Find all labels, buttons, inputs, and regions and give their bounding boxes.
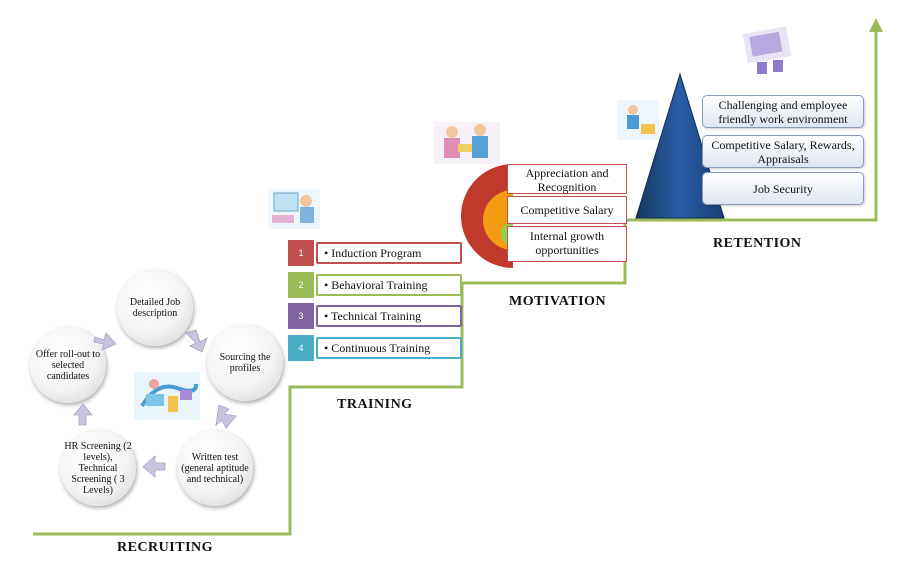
motivation-item-salary: Competitive Salary <box>507 196 627 224</box>
cycle-step-label: Sourcing the profiles <box>219 352 271 374</box>
training-number-badge: 3 <box>288 303 314 329</box>
training-number: 1 <box>298 248 304 258</box>
training-number: 3 <box>298 311 304 321</box>
cycle-arrow-icon <box>142 455 166 478</box>
cycle-step-label: Detailed Job description <box>129 297 181 319</box>
clipart-retention-icon <box>617 100 659 140</box>
retention-item-salary: Competitive Salary, Rewards, Appraisals <box>702 135 864 168</box>
cycle-step-sourcing: Sourcing the profiles <box>207 325 283 401</box>
cycle-arrow-icon <box>93 332 117 351</box>
retention-item-job-security: Job Security <box>702 172 864 205</box>
training-label: • Behavioral Training <box>324 277 428 292</box>
motivation-label: Appreciation and Recognition <box>525 166 609 194</box>
cycle-step-screening: HR Screening (2 levels), Technical Scree… <box>60 430 136 506</box>
training-item-behavioral: 2 • Behavioral Training <box>288 272 462 298</box>
clipart-training-icon <box>268 189 320 229</box>
motivation-label: Competitive Salary <box>520 203 614 217</box>
stage-title-motivation: MOTIVATION <box>509 294 607 309</box>
clipart-recruiting-icon <box>134 372 200 420</box>
retention-label: Challenging and employee friendly work e… <box>718 98 848 126</box>
training-item-technical: 3 • Technical Training <box>288 303 462 329</box>
training-label-box: • Behavioral Training <box>316 274 462 296</box>
cycle-step-label: HR Screening (2 levels), Technical Scree… <box>64 440 132 496</box>
training-label-box: • Technical Training <box>316 305 462 327</box>
cycle-arrow-icon <box>215 404 237 429</box>
clipart-motivation-icon <box>434 122 500 164</box>
retention-label: Competitive Salary, Rewards, Appraisals <box>711 138 855 166</box>
training-number-badge: 2 <box>288 272 314 298</box>
training-item-continuous: 4 • Continuous Training <box>288 335 462 361</box>
stage-title-training: TRAINING <box>337 397 413 412</box>
cycle-step-job-description: Detailed Job description <box>117 270 193 346</box>
training-number: 4 <box>298 343 304 353</box>
retention-item-work-environment: Challenging and employee friendly work e… <box>702 95 864 128</box>
training-number: 2 <box>298 280 304 290</box>
motivation-item-appreciation: Appreciation and Recognition <box>507 164 627 194</box>
training-number-badge: 1 <box>288 240 314 266</box>
retention-label: Job Security <box>753 182 813 196</box>
stage-title-retention: RETENTION <box>713 236 802 251</box>
cycle-arrow-icon <box>73 403 93 426</box>
motivation-rings <box>461 164 513 268</box>
stage-title-recruiting: RECRUITING <box>117 540 214 555</box>
motivation-label: Internal growth opportunities <box>529 229 605 257</box>
cycle-step-label: Written test (general aptitude and techn… <box>181 451 249 485</box>
training-label: • Technical Training <box>324 308 422 323</box>
staircase-arrowhead-icon <box>869 18 883 32</box>
training-label: • Induction Program <box>324 245 422 260</box>
cycle-arrow-icon <box>185 329 208 353</box>
cycle-step-written-test: Written test (general aptitude and techn… <box>177 430 253 506</box>
cycle-step-offer: Offer roll-out to selected candidates <box>30 327 106 403</box>
training-item-induction: 1 • Induction Program <box>288 240 462 266</box>
motivation-item-growth: Internal growth opportunities <box>507 226 627 262</box>
training-label-box: • Induction Program <box>316 242 462 264</box>
cycle-step-label: Offer roll-out to selected candidates <box>35 348 101 382</box>
training-label: • Continuous Training <box>324 340 431 355</box>
training-label-box: • Continuous Training <box>316 337 462 359</box>
training-number-badge: 4 <box>288 335 314 361</box>
clipart-retention-top-icon <box>742 26 792 74</box>
